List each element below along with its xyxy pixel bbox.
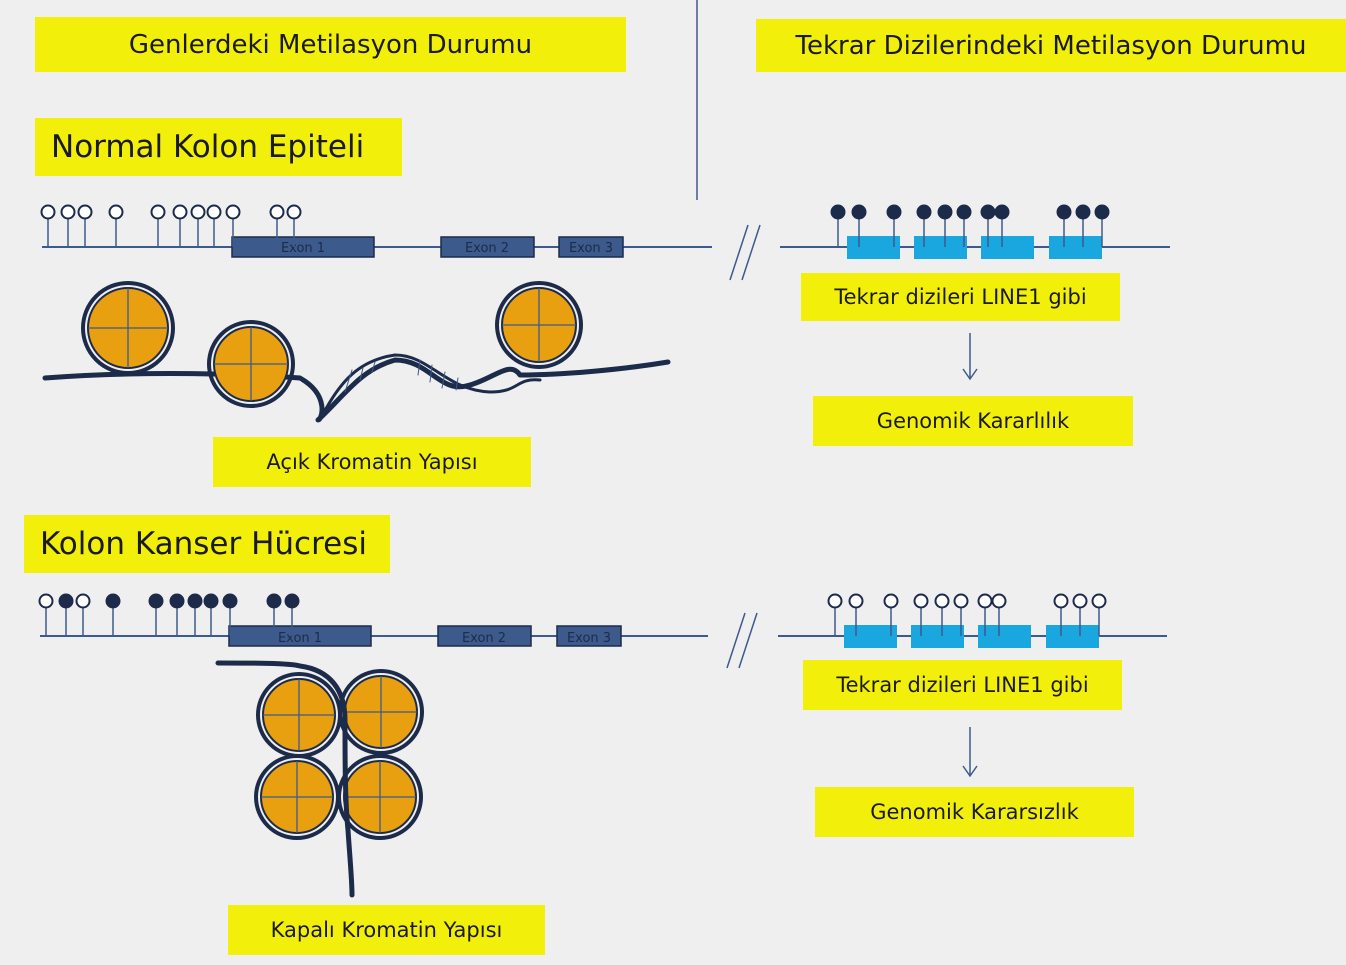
cancer-exon2 — [437, 625, 532, 647]
cancer-repeat-1 — [844, 625, 897, 648]
normal-outcome: Genomik Kararlılık — [813, 396, 1133, 446]
cancer-repeat-track — [778, 593, 1167, 778]
cancer-repeat-label: Tekrar dizileri LINE1 gibi — [803, 660, 1122, 710]
normal-repeat-methylated-cpg — [1075, 204, 1091, 247]
cancer-repeat-unmethylated-cpg — [848, 593, 864, 636]
cancer-repeat-unmethylated-cpg — [883, 593, 899, 636]
normal-cpg-markers — [40, 204, 302, 247]
cancer-repeat-unmethylated-cpg — [991, 593, 1007, 636]
normal-exon2-label: Exon 2 — [465, 241, 509, 256]
cancer-methylated-cpg — [266, 593, 282, 636]
cancer-exon2-label: Exon 2 — [462, 631, 506, 646]
break-mark — [738, 612, 758, 669]
nucleosome — [254, 754, 340, 840]
normal-repeat-methylated-cpg — [1056, 204, 1072, 247]
normal-unmethylated-cpg — [77, 204, 93, 247]
cancer-gene-track: Exon 1 Exon 2 Exon 3 — [38, 593, 758, 669]
normal-repeat-2 — [914, 236, 967, 259]
cancer-unmethylated-cpg — [75, 593, 91, 636]
normal-unmethylated-cpg — [108, 204, 124, 247]
genes-header: Genlerdeki Metilasyon Durumu — [35, 17, 626, 72]
normal-repeat-3 — [981, 236, 1034, 259]
normal-unmethylated-cpg — [269, 204, 285, 247]
nucleosome — [495, 281, 583, 369]
normal-exon3-label: Exon 3 — [569, 241, 613, 256]
cancer-methylated-cpg — [169, 593, 185, 636]
normal-unmethylated-cpg — [40, 204, 56, 247]
normal-exon1-label: Exon 1 — [281, 241, 325, 256]
cancer-exon1-label: Exon 1 — [278, 631, 322, 646]
cancer-repeat-unmethylated-cpg — [953, 593, 969, 636]
cancer-outcome: Genomik Kararsızlık — [815, 787, 1134, 837]
normal-exon1 — [231, 236, 375, 258]
cancer-title: Kolon Kanser Hücresi — [24, 515, 390, 573]
cancer-exon3 — [556, 625, 622, 647]
cancer-repeat-unmethylated-cpg — [1053, 593, 1069, 636]
cancer-exon1 — [228, 625, 372, 647]
cancer-repeat-unmethylated-cpg — [827, 593, 843, 636]
cancer-repeat-unmethylated-cpg — [913, 593, 929, 636]
cancer-methylated-cpg — [187, 593, 203, 636]
normal-repeat-methylated-cpg — [994, 204, 1010, 247]
cancer-methylated-cpg — [105, 593, 121, 636]
normal-unmethylated-cpg — [206, 204, 222, 247]
nucleosome — [256, 672, 342, 758]
cancer-methylated-cpg — [284, 593, 300, 636]
normal-repeat-4 — [1049, 236, 1102, 259]
open-nucleosomes — [81, 281, 583, 408]
cancer-repeat-2 — [911, 625, 964, 648]
closed-nucleosomes — [254, 669, 424, 840]
normal-repeat-track — [780, 204, 1170, 381]
cancer-unmethylated-cpg — [38, 593, 54, 636]
normal-repeat-label: Tekrar dizileri LINE1 gibi — [801, 273, 1120, 321]
cancer-repeat-3 — [978, 625, 1031, 648]
normal-repeat-methylated-cpg — [937, 204, 953, 247]
normal-unmethylated-cpg — [190, 204, 206, 247]
normal-exon2 — [440, 236, 535, 258]
cancer-repeat-unmethylated-cpg — [1091, 593, 1107, 636]
break-mark — [729, 224, 749, 281]
nucleosome — [337, 754, 423, 840]
normal-unmethylated-cpg — [172, 204, 188, 247]
cancer-exon3-label: Exon 3 — [567, 631, 611, 646]
cancer-methylated-cpg — [203, 593, 219, 636]
nucleosome — [207, 320, 295, 408]
nucleosome — [338, 669, 424, 755]
closed-chromatin-label: Kapalı Kromatin Yapısı — [228, 905, 545, 955]
closed-chromatin — [215, 660, 355, 898]
cancer-methylated-cpg — [222, 593, 238, 636]
normal-unmethylated-cpg — [225, 204, 241, 247]
normal-exon3 — [558, 236, 624, 258]
normal-repeat-methylated-cpg — [830, 204, 846, 247]
break-mark — [726, 612, 746, 669]
normal-repeat-methylated-cpg — [956, 204, 972, 247]
normal-repeat-methylated-cpg — [886, 204, 902, 247]
normal-repeat-1 — [847, 236, 900, 259]
cancer-cpg-markers — [38, 593, 300, 636]
normal-repeat-methylated-cpg — [916, 204, 932, 247]
cancer-repeat-unmethylated-cpg — [934, 593, 950, 636]
cancer-methylated-cpg — [148, 593, 164, 636]
normal-repeat-methylated-cpg — [1094, 204, 1110, 247]
break-mark — [741, 224, 761, 281]
normal-unmethylated-cpg — [286, 204, 302, 247]
open-chromatin-label: Açık Kromatin Yapısı — [213, 437, 531, 487]
cancer-methylated-cpg — [58, 593, 74, 636]
normal-title: Normal Kolon Epiteli — [35, 118, 402, 176]
cancer-repeat-4 — [1046, 625, 1099, 648]
normal-unmethylated-cpg — [150, 204, 166, 247]
cancer-repeat-cpg-markers — [827, 593, 1107, 636]
nucleosome — [81, 281, 175, 375]
normal-repeat-methylated-cpg — [851, 204, 867, 247]
normal-repeat-cpg-markers — [830, 204, 1110, 247]
normal-gene-track: Exon 1 Exon 2 Exon 3 — [40, 204, 761, 281]
repeats-header: Tekrar Dizilerindeki Metilasyon Durumu — [756, 19, 1346, 72]
cancer-repeat-unmethylated-cpg — [1072, 593, 1088, 636]
normal-unmethylated-cpg — [60, 204, 76, 247]
